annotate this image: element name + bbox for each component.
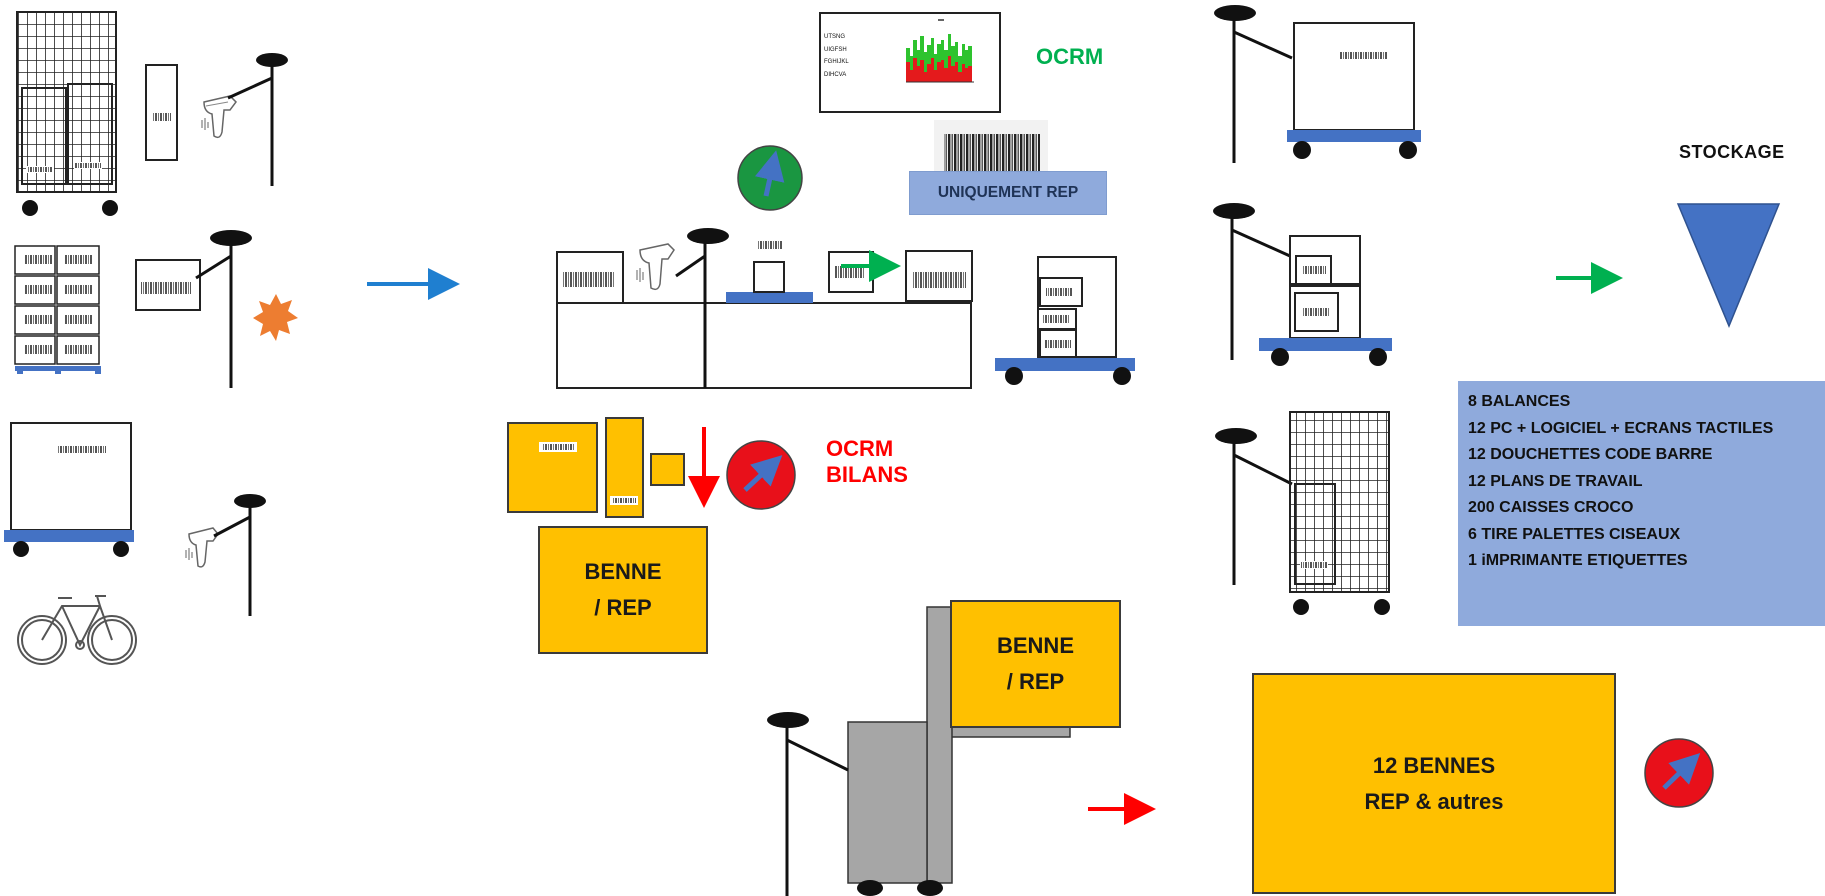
operator-station-r3 xyxy=(1215,428,1293,585)
operator-station-lift xyxy=(767,712,849,896)
hand-scanner-icon xyxy=(185,527,219,568)
equipment-item: 12 DOUCHETTES CODE BARRE xyxy=(1468,446,1713,463)
box-trolley-2 xyxy=(995,256,1135,385)
workbench xyxy=(556,241,973,389)
ocrm-bilans-line1: OCRM xyxy=(826,436,894,461)
gauge-icon xyxy=(1644,738,1714,808)
benne-lift-line1: BENNE xyxy=(996,633,1074,658)
monitor-bars xyxy=(906,19,974,83)
operator-station-1 xyxy=(227,53,288,186)
benne-rep-line1: BENNE xyxy=(584,559,662,584)
box-trolley-r1 xyxy=(1287,22,1421,159)
roll-cage-r3 xyxy=(1289,411,1390,615)
equipment-item: 12 PLANS DE TRAVAIL xyxy=(1468,472,1643,490)
bicycle-icon xyxy=(17,595,137,665)
equipment-item: 200 CAISSES CROCO xyxy=(1468,499,1634,516)
hand-scanner-icon xyxy=(201,95,237,139)
monitor-label: FGHIJKL xyxy=(824,59,849,65)
monitor-screen: UTSNG UIGFSH FGHIJKL DIHCVA xyxy=(819,12,1001,113)
box-trolley-1 xyxy=(4,422,134,557)
operator-station-3 xyxy=(213,494,266,616)
stockage-title: STOCKAGE xyxy=(1679,142,1785,162)
monitor-label: DIHCVA xyxy=(824,72,846,78)
uniquement-rep-badge: UNIQUEMENT REP xyxy=(909,171,1107,215)
operator-station-2 xyxy=(195,230,252,388)
parcel-label xyxy=(135,259,201,311)
pallet-boxes xyxy=(14,245,101,374)
operator-station-r2 xyxy=(1213,203,1291,360)
equipment-list: 8 BALANCES 12 PC + LOGICIEL + ECRANS TAC… xyxy=(1458,381,1825,626)
bennes-12-box: 12 BENNES REP & autres xyxy=(1252,673,1616,894)
bennes-12-line2: REP & autres xyxy=(1364,788,1504,814)
gauge-icon xyxy=(737,145,803,211)
bennes-12-line1: 12 BENNES xyxy=(1372,752,1496,778)
star-burst-icon xyxy=(253,294,298,341)
ocrm-bilans-label: OCRM BILANS xyxy=(826,436,908,488)
monitor-label: UTSNG xyxy=(824,34,845,40)
benne-rep-line2: / REP xyxy=(594,595,652,620)
gauge-icon xyxy=(726,440,796,510)
hand-scanner-icon xyxy=(636,243,675,291)
operator-station-center xyxy=(675,228,729,388)
box-trolley-r2 xyxy=(1259,235,1392,366)
scissor-lift xyxy=(847,606,1071,896)
operator-station-r1 xyxy=(1214,5,1293,163)
equipment-item: 6 TIRE PALETTES CISEAUX xyxy=(1468,525,1681,543)
benne-lift-line2: / REP xyxy=(1006,669,1065,694)
monitor-label: UIGFSH xyxy=(824,47,847,53)
benne-rep-lift-box: BENNE / REP xyxy=(950,600,1121,728)
barcode-icon xyxy=(934,120,1048,174)
yellow-crates xyxy=(507,417,685,518)
equipment-item: 8 BALANCES xyxy=(1468,393,1571,410)
stockage-triangle-icon xyxy=(1676,203,1781,328)
equipment-item: 12 PC + LOGICIEL + ECRANS TACTILES xyxy=(1468,419,1774,437)
roll-cage-1 xyxy=(16,11,118,216)
ocrm-label: OCRM xyxy=(1036,44,1104,69)
equipment-item: 1 iMPRIMANTE ETIQUETTES xyxy=(1468,552,1688,569)
ocrm-bilans-line2: BILANS xyxy=(826,462,908,487)
benne-rep-box: BENNE / REP xyxy=(538,526,708,654)
label-tag-1 xyxy=(145,64,178,161)
